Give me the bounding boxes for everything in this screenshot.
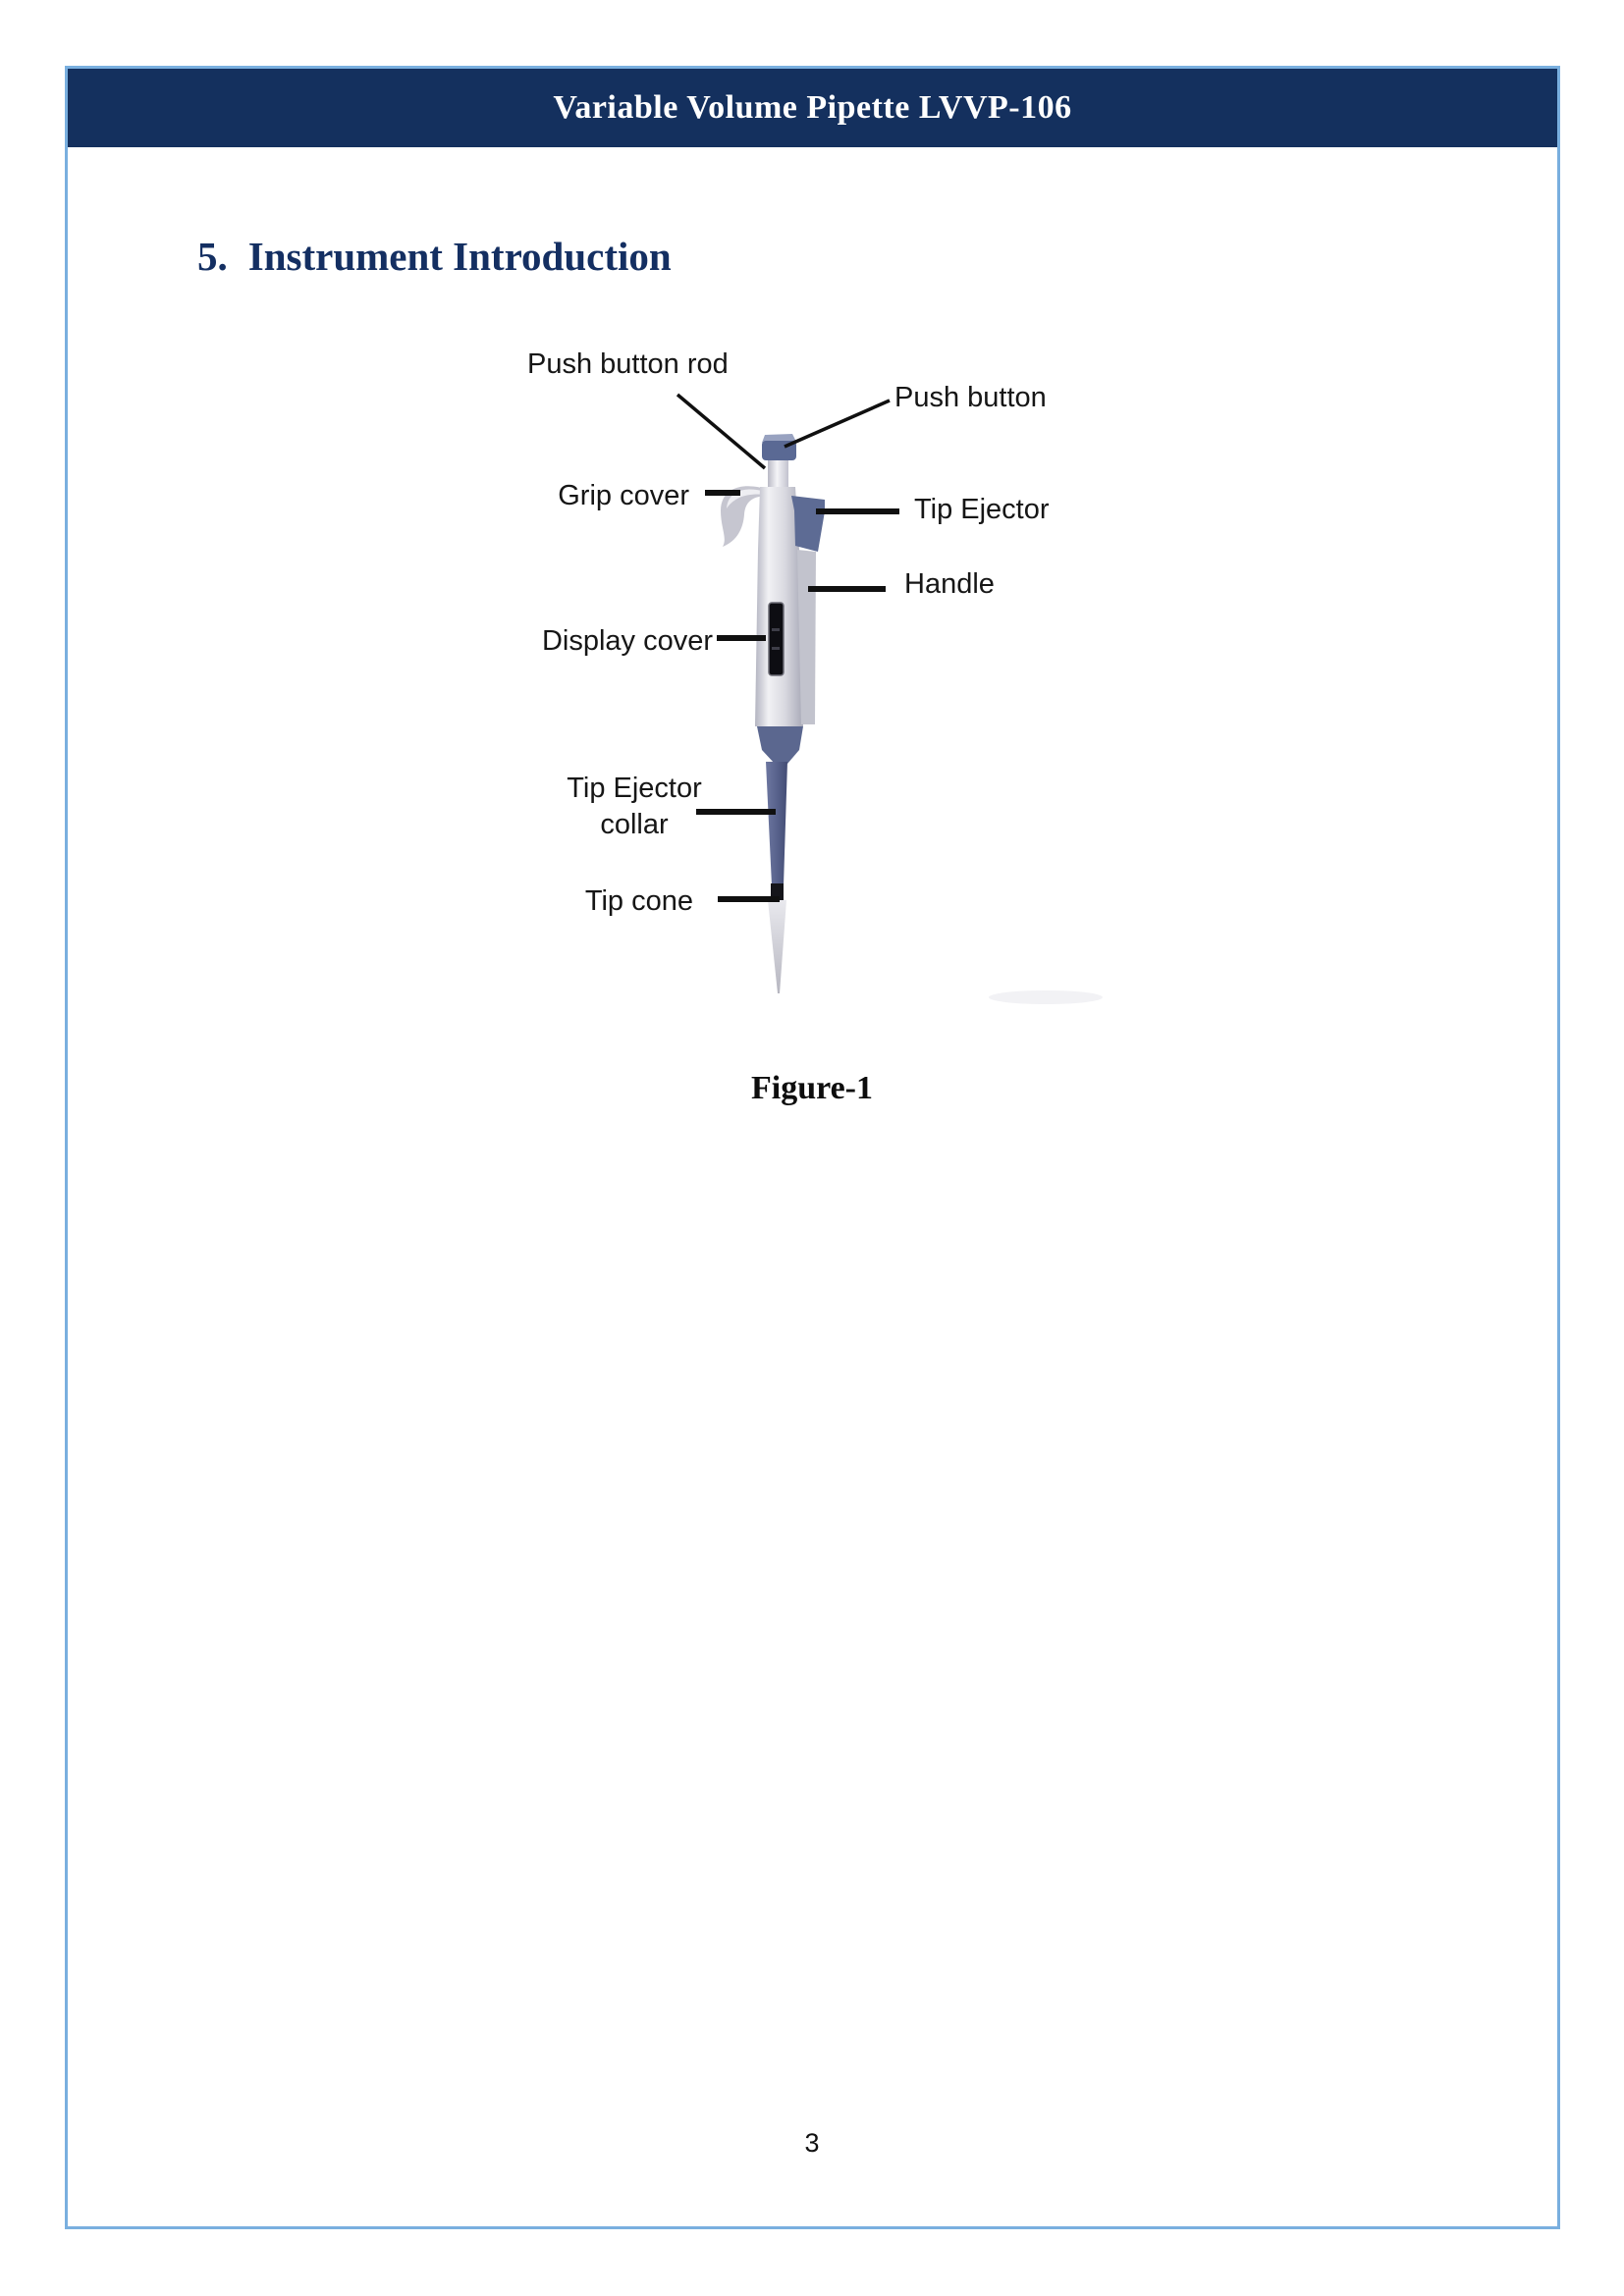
pipette-shaft (766, 762, 787, 885)
label-display-cover: Display cover (541, 625, 713, 657)
pipette-tip-ejector (791, 496, 825, 552)
label-grip-cover: Grip cover (558, 480, 689, 511)
display-tick-2 (772, 647, 780, 650)
pipette-ejector-strip (797, 550, 816, 724)
document-title: Variable Volume Pipette LVVP-106 (553, 89, 1072, 126)
label-tip-ejector-collar-line1: Tip Ejector (567, 773, 702, 804)
pipette-display-cover (768, 602, 785, 676)
label-tip-ejector: Tip Ejector (914, 494, 1050, 525)
section-number: 5. (197, 234, 228, 279)
label-handle: Handle (904, 568, 995, 600)
label-tip-ejector-collar: Tip Ejector collar (550, 771, 719, 843)
figure-shadow (989, 990, 1103, 1004)
pipette-collar (757, 726, 803, 764)
pipette-push-button-rod (768, 454, 788, 493)
pipette-push-button-top (762, 434, 796, 443)
section-title: Instrument Introduction (247, 234, 672, 279)
document-header-bar: Variable Volume Pipette LVVP-106 (68, 69, 1557, 147)
label-tip-ejector-collar-line2: collar (600, 809, 669, 840)
label-tip-cone: Tip cone (584, 885, 693, 917)
pipette-tip (768, 900, 786, 993)
page-number: 3 (804, 2128, 820, 2158)
pointer-push-button-rod (676, 393, 767, 470)
label-push-button: Push button (894, 382, 1047, 413)
section-heading: 5. Instrument Introduction (197, 233, 672, 280)
label-push-button-rod: Push button rod (527, 348, 729, 380)
page-border-frame: Variable Volume Pipette LVVP-106 5. Inst… (65, 66, 1560, 2229)
pipette-illustration (676, 393, 1103, 1004)
pointer-push-button (784, 399, 891, 449)
figure-caption: Figure-1 (750, 1070, 873, 1106)
display-tick-1 (772, 628, 780, 631)
